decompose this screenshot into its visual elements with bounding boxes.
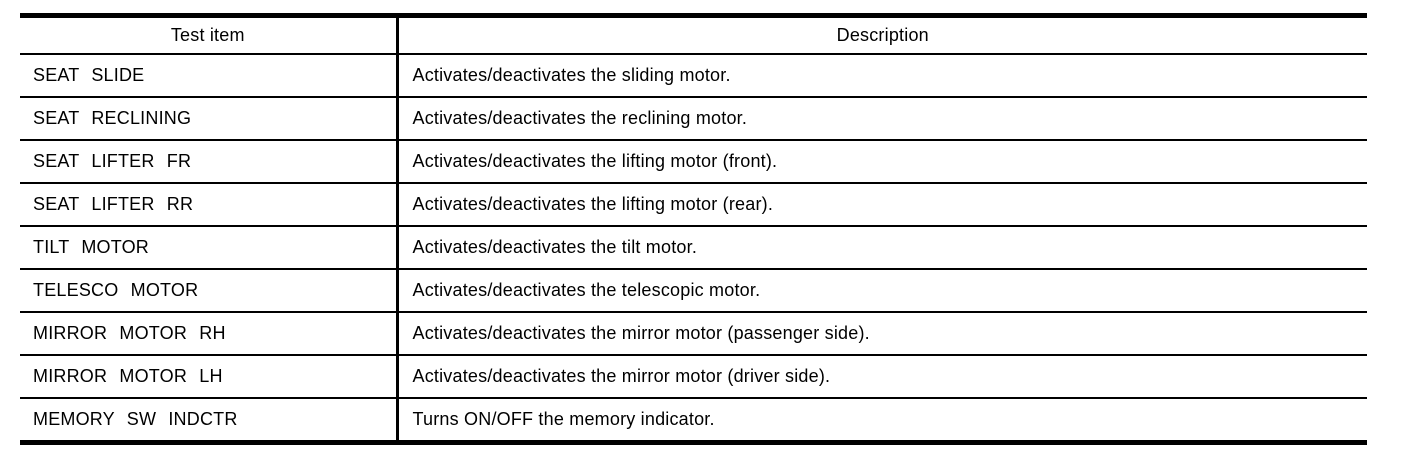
description-cell: Activates/deactivates the lifting motor … xyxy=(397,140,1367,184)
table-row: MIRROR MOTOR RH Activates/deactivates th… xyxy=(20,312,1367,356)
description-cell: Activates/deactivates the tilt motor. xyxy=(397,226,1367,270)
test-item-table: Test item Description SEAT SLIDE Activat… xyxy=(20,13,1367,445)
description-cell: Turns ON/OFF the memory indicator. xyxy=(397,398,1367,444)
test-item-cell: TELESCO MOTOR xyxy=(20,269,399,313)
table-row: SEAT SLIDE Activates/deactivates the sli… xyxy=(20,54,1367,98)
description-cell: Activates/deactivates the mirror motor (… xyxy=(397,355,1367,399)
description-cell: Activates/deactivates the sliding motor. xyxy=(397,54,1367,98)
test-item-cell: SEAT LIFTER RR xyxy=(20,183,399,227)
test-item-cell: SEAT RECLINING xyxy=(20,97,399,141)
table-body: SEAT SLIDE Activates/deactivates the sli… xyxy=(20,54,1367,444)
test-item-cell: SEAT SLIDE xyxy=(20,54,399,98)
table-row: TILT MOTOR Activates/deactivates the til… xyxy=(20,226,1367,270)
header-cell-description: Description xyxy=(397,15,1367,55)
table-row: MEMORY SW INDCTR Turns ON/OFF the memory… xyxy=(20,398,1367,444)
table-header: Test item Description xyxy=(20,15,1367,55)
description-cell: Activates/deactivates the lifting motor … xyxy=(397,183,1367,227)
table-row: SEAT RECLINING Activates/deactivates the… xyxy=(20,97,1367,141)
description-cell: Activates/deactivates the reclining moto… xyxy=(397,97,1367,141)
header-row: Test item Description xyxy=(20,15,1367,55)
test-item-cell: TILT MOTOR xyxy=(20,226,399,270)
test-item-cell: SEAT LIFTER FR xyxy=(20,140,399,184)
header-cell-test-item: Test item xyxy=(20,15,399,55)
table-row: TELESCO MOTOR Activates/deactivates the … xyxy=(20,269,1367,313)
description-cell: Activates/deactivates the mirror motor (… xyxy=(397,312,1367,356)
table-row: SEAT LIFTER RR Activates/deactivates the… xyxy=(20,183,1367,227)
description-cell: Activates/deactivates the telescopic mot… xyxy=(397,269,1367,313)
test-item-cell: MIRROR MOTOR LH xyxy=(20,355,399,399)
test-item-cell: MIRROR MOTOR RH xyxy=(20,312,399,356)
table-row: SEAT LIFTER FR Activates/deactivates the… xyxy=(20,140,1367,184)
table-row: MIRROR MOTOR LH Activates/deactivates th… xyxy=(20,355,1367,399)
test-item-cell: MEMORY SW INDCTR xyxy=(20,398,399,444)
